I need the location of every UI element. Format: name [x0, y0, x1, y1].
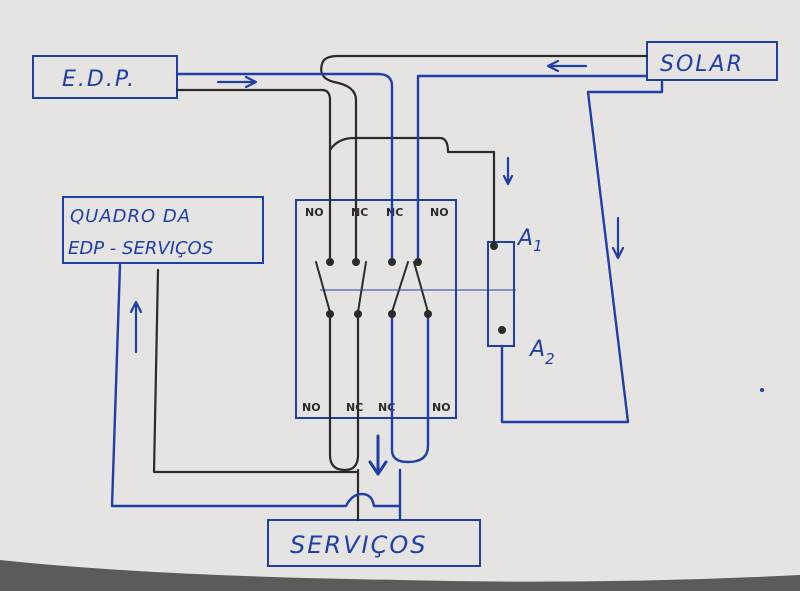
wire-solar-black — [320, 54, 649, 264]
coil-terminal-a2 — [498, 326, 506, 334]
servicos-box — [267, 519, 481, 567]
contact-blade-1 — [315, 261, 331, 313]
contact-label-top-3: NC — [386, 206, 403, 219]
arrow-up-icon — [129, 300, 143, 354]
contact-label-top-2: NC — [351, 206, 368, 219]
terminal-top-4 — [414, 258, 422, 266]
servicos-label: SERVIÇOS — [290, 531, 427, 559]
pen-dot — [760, 388, 764, 392]
contact-label-top-4: NO — [430, 206, 449, 219]
contact-label-bottom-4: NO — [432, 401, 451, 414]
wire-no-output-blue — [390, 310, 430, 464]
quadro-label-line2: EDP - SERVIÇOS — [68, 238, 213, 259]
contact-blade-2 — [357, 261, 367, 313]
wire-solar-blue — [416, 74, 649, 264]
terminal-top-3 — [388, 258, 396, 266]
coil-a1-label: A1 — [516, 226, 543, 255]
solar-box — [646, 41, 778, 81]
arrow-down-icon — [611, 216, 625, 260]
terminal-top-1 — [326, 258, 334, 266]
wire-solar-coil-return — [500, 80, 664, 424]
coil-a1-subscript: 1 — [533, 237, 543, 255]
contact-label-bottom-2: NC — [346, 401, 363, 414]
terminal-top-2 — [352, 258, 360, 266]
contact-blade-3 — [391, 261, 409, 313]
coil-terminal-a1 — [490, 242, 498, 250]
wire-quadro-black — [152, 268, 358, 474]
contact-blade-4 — [413, 261, 429, 313]
arrow-right-icon — [216, 75, 258, 89]
arrow-left-icon — [546, 59, 588, 73]
wire-control-a1 — [328, 136, 496, 244]
arrow-down-icon — [502, 156, 514, 186]
edp-box — [32, 55, 178, 99]
arrow-down-icon — [368, 434, 388, 476]
coil-a2-label: A2 — [528, 337, 555, 368]
wire-nc-output-black — [328, 310, 360, 472]
quadro-box — [62, 196, 264, 264]
coil-a2-subscript: 2 — [545, 350, 555, 368]
contactor-box — [295, 199, 457, 419]
contact-label-top-1: NO — [305, 206, 324, 219]
wire-edp-blue — [175, 72, 394, 264]
wire-quadro-blue — [110, 263, 402, 508]
quadro-label-line1: QUADRO DA — [70, 206, 191, 227]
solar-label: SOLAR — [660, 52, 744, 77]
edp-label: E.D.P. — [62, 67, 136, 92]
wire-edp-black — [175, 88, 332, 264]
contact-label-bottom-1: NO — [302, 401, 321, 414]
